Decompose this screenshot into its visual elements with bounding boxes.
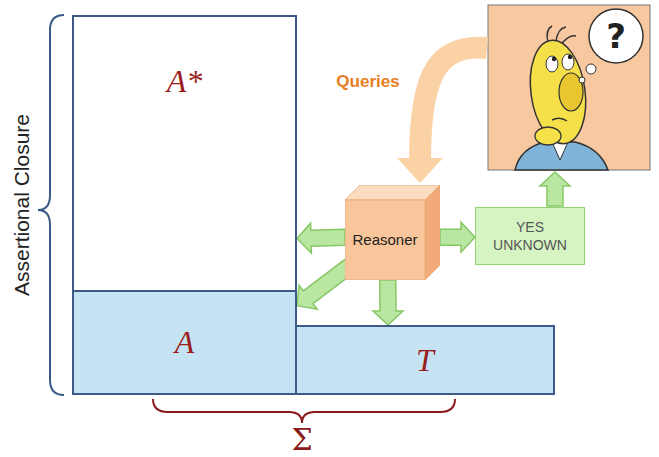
node-text: A bbox=[175, 324, 195, 361]
sigma-brace bbox=[153, 399, 455, 423]
closure-box: A* bbox=[72, 15, 297, 292]
bubble-dot bbox=[586, 64, 596, 74]
bubble-dot bbox=[579, 77, 585, 83]
cube-side bbox=[425, 185, 440, 280]
sigma-label: Σ bbox=[291, 422, 312, 457]
answer-arrow bbox=[540, 172, 570, 206]
queries-label: Queries bbox=[336, 72, 399, 92]
node-text: T bbox=[416, 342, 434, 379]
node-text: Reasoner bbox=[352, 231, 417, 248]
block-arrow bbox=[297, 223, 345, 253]
question-mark: ? bbox=[606, 16, 626, 56]
block-arrow bbox=[440, 222, 475, 252]
cube-front bbox=[345, 200, 425, 280]
axis-label: Assertional Closure bbox=[10, 114, 34, 296]
abox-box: A bbox=[72, 290, 297, 395]
block-arrow bbox=[373, 280, 403, 325]
closure-brace bbox=[38, 15, 64, 395]
cube-top bbox=[345, 185, 440, 200]
cartoon-hand bbox=[535, 127, 561, 145]
cartoon-collar bbox=[552, 142, 568, 160]
queries-arrow bbox=[420, 48, 487, 160]
tbox-box: T bbox=[295, 325, 555, 395]
cartoon-pupil bbox=[568, 55, 572, 59]
cartoon-hair bbox=[547, 26, 576, 43]
cartoon-mouth bbox=[552, 118, 567, 121]
cartoon-pupil bbox=[552, 57, 556, 61]
question-mark: ? bbox=[606, 16, 626, 56]
answer-box: YES UNKNOWN bbox=[475, 207, 585, 265]
cartoon-panel bbox=[488, 5, 650, 170]
queries-label: Queries bbox=[336, 72, 399, 92]
node-text: YES UNKNOWN bbox=[490, 218, 570, 254]
thought-bubble bbox=[589, 9, 643, 63]
cartoon-head bbox=[524, 37, 592, 148]
cartoon-eye bbox=[562, 54, 574, 70]
cartoon-shirt bbox=[515, 142, 608, 170]
reasoner-cube: Reasoner bbox=[345, 185, 440, 280]
queries-arrowhead bbox=[397, 158, 443, 183]
sigma-label: Σ bbox=[291, 422, 312, 457]
cartoon-eye bbox=[546, 56, 558, 72]
axis-label: Assertional Closure bbox=[10, 114, 34, 296]
node-text: A* bbox=[167, 63, 203, 100]
